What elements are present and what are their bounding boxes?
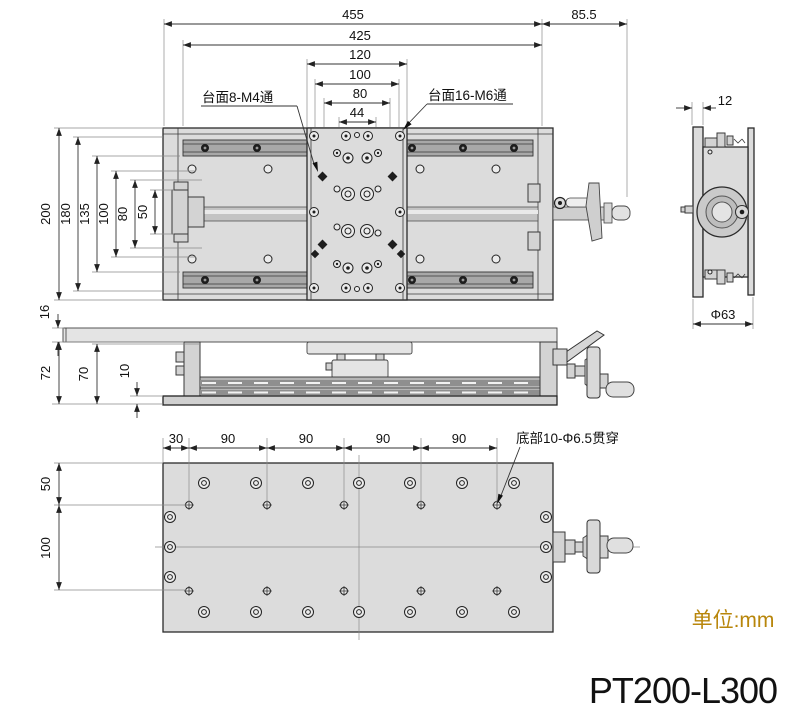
carriage-hole-pattern xyxy=(309,131,406,293)
dim-50-left: 50 xyxy=(135,205,150,219)
label-bottom-holes-callout: 底部10-Φ6.5贯穿 xyxy=(497,431,619,504)
bottom-view-dimensions: 30 90 90 90 90 底部10-Φ6.5贯穿 50 100 xyxy=(38,431,619,591)
dim-100-left: 100 xyxy=(96,203,111,225)
dim-120: 120 xyxy=(349,47,371,62)
dim-90-4: 90 xyxy=(452,431,466,446)
label-m6-text: 台面16-M6通 xyxy=(428,88,507,103)
dim-16: 16 xyxy=(37,305,52,319)
dim-200: 200 xyxy=(38,203,53,225)
dim-12: 12 xyxy=(718,93,732,108)
bottom-view xyxy=(155,455,640,640)
dim-dia63: Φ63 xyxy=(711,307,736,322)
dim-44: 44 xyxy=(350,105,364,120)
dim-85-5: 85.5 xyxy=(571,7,596,22)
counterbore-holes xyxy=(164,477,552,618)
handwheel-top-view xyxy=(527,182,631,251)
dim-90-2: 90 xyxy=(299,431,313,446)
rail-screws xyxy=(201,144,518,284)
top-view-dimensions: 455 85.5 425 120 100 80 44 200 180 135 1… xyxy=(38,7,628,301)
bearing-block xyxy=(171,181,205,243)
handwheel-bottom-view xyxy=(552,519,634,574)
dim-425: 425 xyxy=(349,28,371,43)
carriage-plate xyxy=(306,127,408,301)
label-m6-callout: 台面16-M6通 xyxy=(403,88,513,130)
dim-80-left: 80 xyxy=(115,207,130,221)
top-view xyxy=(162,127,631,301)
dim-90-1: 90 xyxy=(221,431,235,446)
handwheel-side-view xyxy=(696,186,750,238)
dim-90-3: 90 xyxy=(376,431,390,446)
grease-nipple xyxy=(680,205,694,214)
side-view xyxy=(680,126,755,298)
front-view-dimensions: 16 72 70 10 xyxy=(37,305,200,418)
dim-135: 135 xyxy=(77,203,92,225)
dim-180: 180 xyxy=(58,203,73,225)
lock-lever-front-view xyxy=(552,330,605,366)
label-m4-callout: 台面8-M4通 xyxy=(201,90,318,172)
dim-10: 10 xyxy=(117,364,132,378)
label-bottom-holes-text: 底部10-Φ6.5贯穿 xyxy=(516,431,619,446)
dim-70: 70 xyxy=(76,367,91,381)
unit-note: 单位:mm xyxy=(692,609,775,632)
front-view xyxy=(62,327,635,406)
label-m4-text: 台面8-M4通 xyxy=(202,90,274,105)
model-title: PT200-L300 xyxy=(589,670,777,711)
dim-100-bottom: 100 xyxy=(38,537,53,559)
dim-72: 72 xyxy=(38,366,53,380)
rail-stack-front-view xyxy=(199,376,541,397)
dim-50-bottom: 50 xyxy=(38,477,53,491)
dim-80-top: 80 xyxy=(353,86,367,101)
handwheel-front-view xyxy=(566,346,635,399)
side-view-dimensions: 12 Φ63 xyxy=(676,93,754,329)
dim-100-top: 100 xyxy=(349,67,371,82)
dim-30: 30 xyxy=(169,431,183,446)
dim-455: 455 xyxy=(342,7,364,22)
